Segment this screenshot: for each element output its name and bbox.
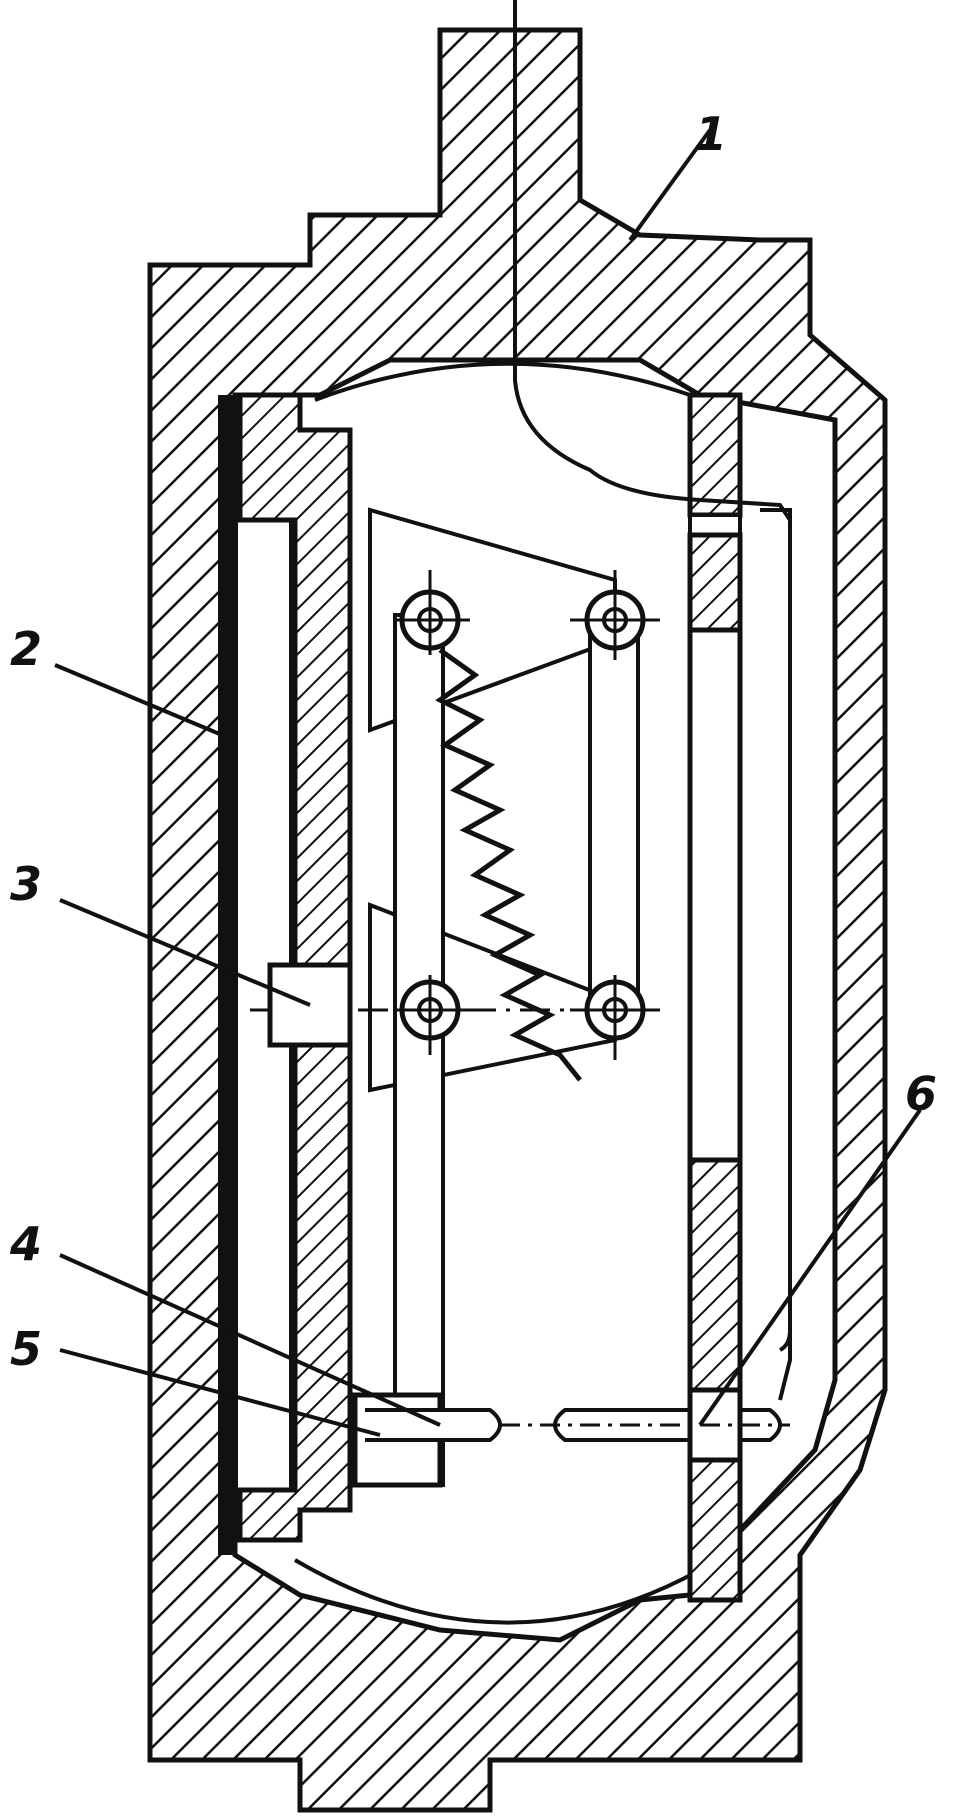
callout-5: 5 <box>10 1322 42 1376</box>
leader-2 <box>54 663 223 737</box>
callout-4: 4 <box>9 1217 42 1271</box>
callout-2: 2 <box>10 622 42 676</box>
left-link-bar <box>393 613 445 1487</box>
right-link-bar <box>588 613 640 997</box>
spring <box>435 647 582 1082</box>
right-rod-channel <box>687 627 743 1163</box>
pivot-pin-top-left <box>395 570 470 655</box>
callout-6: 6 <box>905 1067 937 1121</box>
right-rod-upper-block <box>687 532 743 633</box>
leader-5 <box>59 1348 381 1437</box>
moving-contact <box>365 1408 502 1442</box>
leader-1 <box>628 128 712 242</box>
left-plate <box>218 395 236 1555</box>
leader-3 <box>59 898 311 1007</box>
callout-1: 1 <box>695 107 727 161</box>
leader-6 <box>698 1108 922 1427</box>
lead-wire <box>513 0 792 1352</box>
right-rod-upper <box>687 392 743 518</box>
pivot-pin-top-right <box>570 570 660 660</box>
leader-4 <box>59 1253 441 1427</box>
callout-3: 3 <box>10 857 42 911</box>
